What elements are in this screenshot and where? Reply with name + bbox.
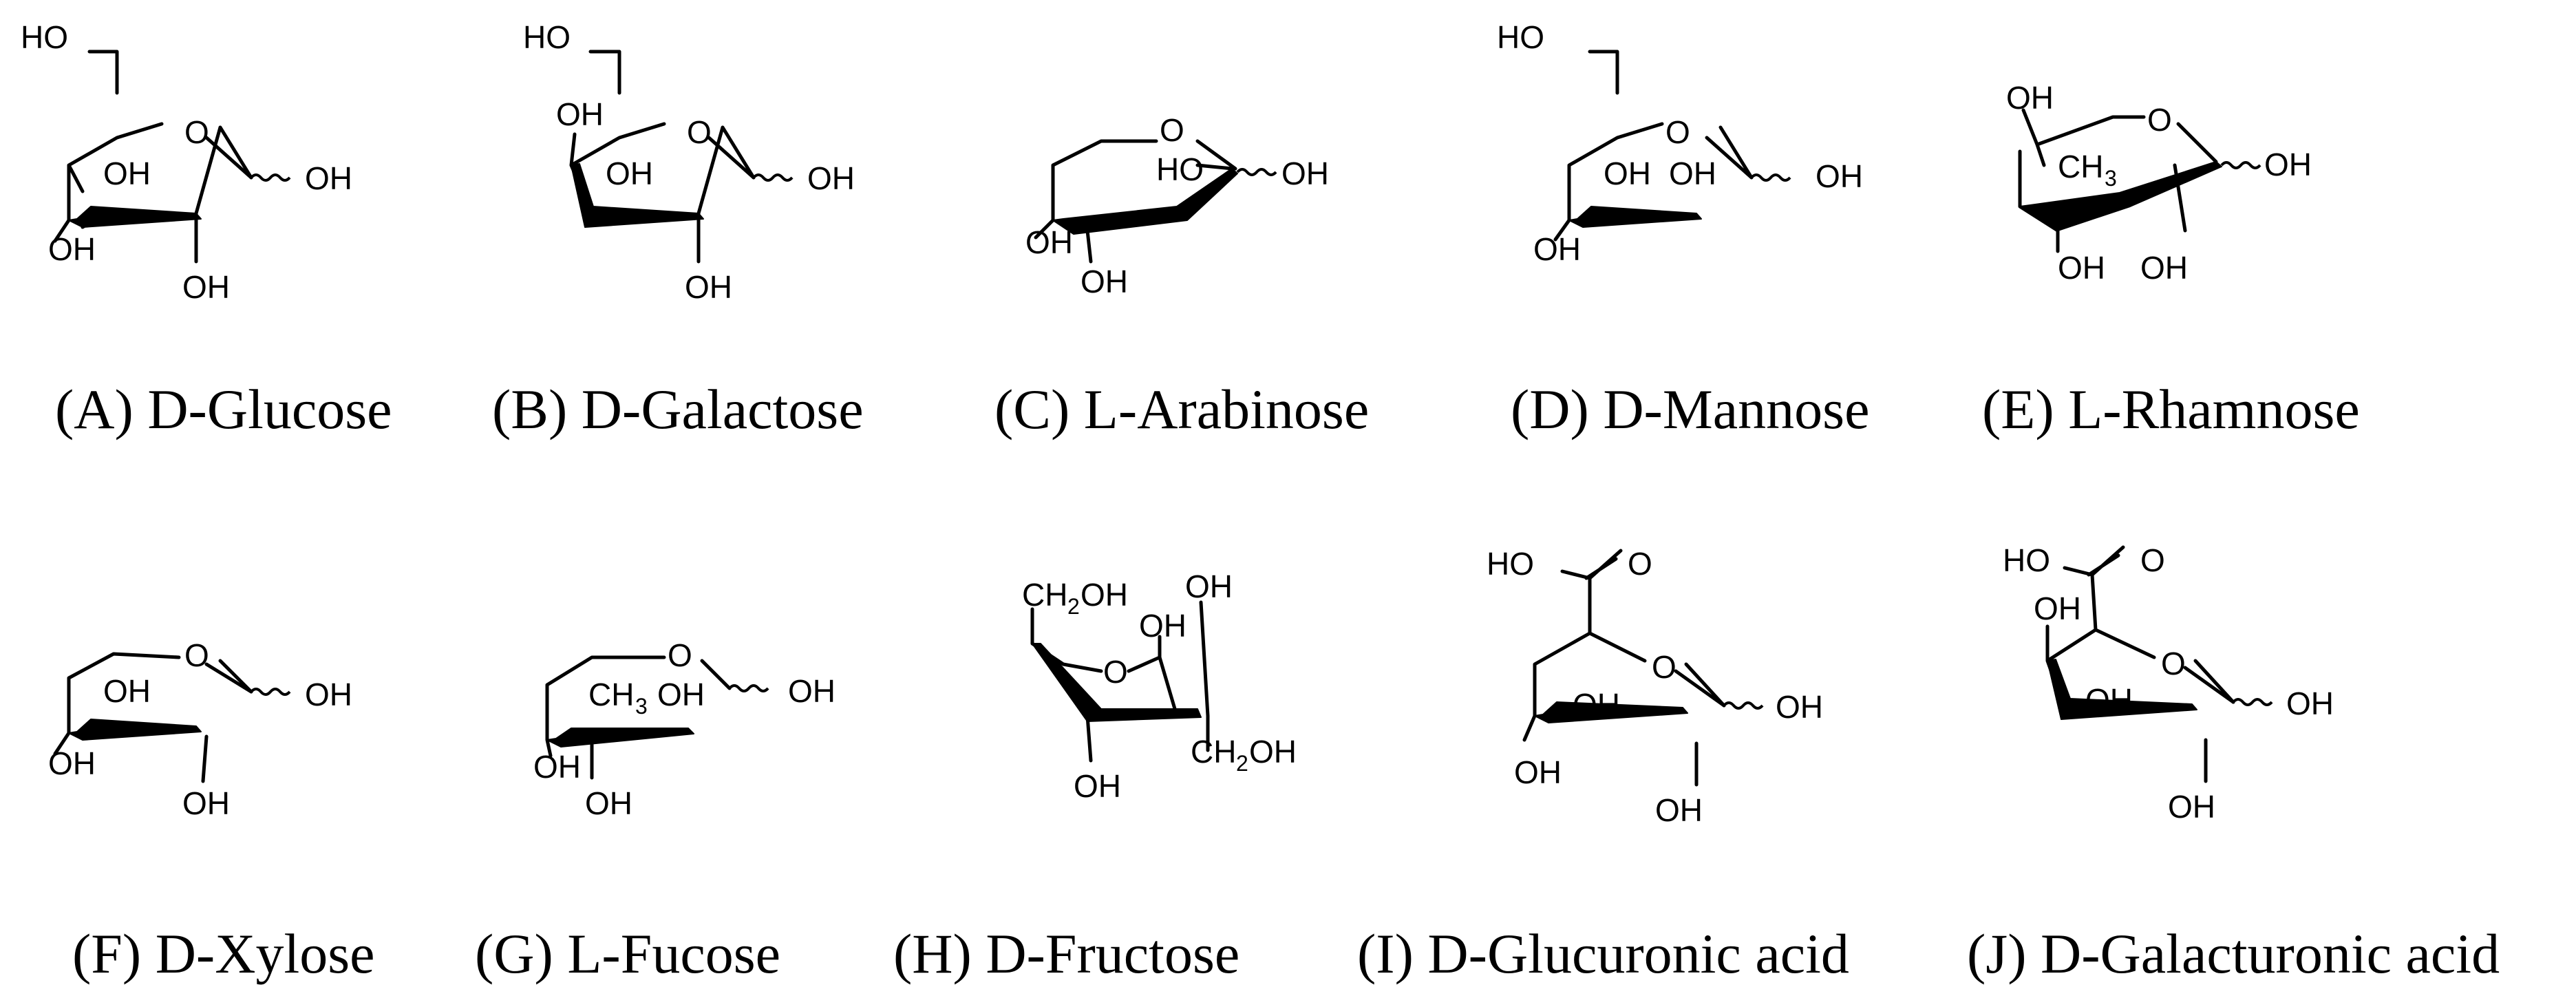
atom-label: OH <box>1604 156 1651 191</box>
atom-label: O <box>184 114 209 150</box>
atom-label: OH <box>2140 250 2188 286</box>
atom-label: HO <box>1487 546 1534 582</box>
caption: (C) L-Arabinose <box>994 378 1369 441</box>
atom-label: O <box>1652 649 1676 685</box>
structure-d-glucose: HO O OH OH OH OH (A) D-Glucose <box>21 19 392 441</box>
structure-d-mannose: HO O OH OH OH OH (D) D-Mannose <box>1497 19 1869 441</box>
atom-label: OH <box>556 96 604 132</box>
atom-label: HO <box>523 19 571 55</box>
caption: (F) D-Xylose <box>72 922 375 985</box>
caption: (A) D-Glucose <box>55 378 392 441</box>
atom-label: OH <box>533 749 581 785</box>
structure-d-galactose: HO OH O OH OH OH (B) D-Galactose <box>492 19 864 441</box>
caption: (G) L-Fucose <box>475 922 780 985</box>
caption: (E) L-Rhamnose <box>1982 378 2360 441</box>
atom-label: OH <box>685 269 732 305</box>
atom-label: OH <box>1533 231 1581 267</box>
atom-label: OH <box>1776 689 1823 725</box>
atom-label: OH <box>2006 80 2054 116</box>
atom-label: OH <box>1281 156 1329 191</box>
atom-label: OH <box>1025 224 1073 260</box>
atom-label: O <box>1160 112 1184 148</box>
atom-label: CH <box>1191 734 1236 770</box>
atom-label: OH <box>1816 158 1863 194</box>
atom-label: CH <box>588 677 634 712</box>
caption: (I) D-Glucuronic acid <box>1357 922 1849 985</box>
atom-label: OH <box>1081 264 1128 299</box>
atom-label: OH <box>1655 792 1703 828</box>
atom-label: OH <box>1514 754 1562 790</box>
atom-label: OH <box>1074 768 1121 804</box>
atom-label: OH <box>788 673 835 709</box>
atom-label: O <box>668 637 692 673</box>
caption: (D) D-Mannose <box>1511 378 1869 441</box>
atom-label: CH <box>1022 577 1067 613</box>
atom-label: OH <box>807 160 855 196</box>
atom-label: OH <box>606 156 653 191</box>
structure-l-rhamnose: OH O CH 3 OH OH OH (E) L-Rhamnose <box>1982 80 2360 441</box>
atom-subscript: 3 <box>2105 166 2117 191</box>
atom-label: CH <box>2058 149 2103 184</box>
atom-subscript: 2 <box>1067 594 1080 619</box>
atom-label: OH <box>1185 569 1233 604</box>
atom-label: OH <box>48 745 96 781</box>
structure-d-fructose: CH 2 OH OH OH O CH 2 OH OH (H) D-Fructos… <box>893 569 1297 985</box>
caption: (H) D-Fructose <box>893 922 1239 985</box>
atom-label: O <box>2161 646 2186 681</box>
atom-label: OH <box>103 156 151 191</box>
atom-label: OH <box>182 785 230 821</box>
atom-label: HO <box>21 19 68 55</box>
structure-l-fucose: O CH 3 OH OH OH OH (G) L-Fucose <box>475 637 835 985</box>
atom-label: O <box>2140 542 2165 578</box>
atom-label: O <box>184 637 209 673</box>
atom-label: OH <box>1573 687 1620 723</box>
atom-label: O <box>687 114 712 150</box>
atom-subscript: 2 <box>1236 751 1248 776</box>
atom-label: O <box>1103 654 1128 690</box>
atom-label: OH <box>182 269 230 305</box>
structure-l-arabinose: O HO OH OH OH (C) L-Arabinose <box>994 112 1369 441</box>
atom-label: OH <box>1081 577 1128 613</box>
atom-label: OH <box>1669 156 1716 191</box>
atom-label: O <box>1628 546 1652 582</box>
atom-label: OH <box>2058 250 2105 286</box>
atom-label: OH <box>2286 686 2334 721</box>
atom-label: OH <box>2034 591 2081 626</box>
caption: (J) D-Galacturonic acid <box>1967 922 2500 985</box>
atom-label: OH <box>657 677 705 712</box>
atom-subscript: 3 <box>635 694 648 719</box>
atom-label: HO <box>1497 19 1544 55</box>
atom-label: OH <box>2168 789 2215 825</box>
atom-label: OH <box>2085 682 2133 718</box>
atom-label: OH <box>103 673 151 709</box>
structure-d-glucuronic-acid: HO O O OH OH OH OH (I) D-Glucuronic acid <box>1357 546 1849 985</box>
atom-label: OH <box>305 677 352 712</box>
atom-label: OH <box>585 785 632 821</box>
atom-label: OH <box>1139 608 1186 644</box>
structure-d-galacturonic-acid: HO O OH O OH OH OH (J) D-Galacturonic ac… <box>1967 542 2500 985</box>
caption: (B) D-Galactose <box>492 378 864 441</box>
atom-label: OH <box>2264 147 2312 182</box>
atom-label: OH <box>48 231 96 267</box>
structure-d-xylose: O OH OH OH OH (F) D-Xylose <box>48 637 375 985</box>
atom-label: OH <box>1249 734 1297 770</box>
atom-label: O <box>1665 114 1690 150</box>
atom-label: OH <box>305 160 352 196</box>
atom-label: HO <box>2003 542 2050 578</box>
atom-label: HO <box>1156 151 1204 187</box>
atom-label: O <box>2147 102 2172 138</box>
